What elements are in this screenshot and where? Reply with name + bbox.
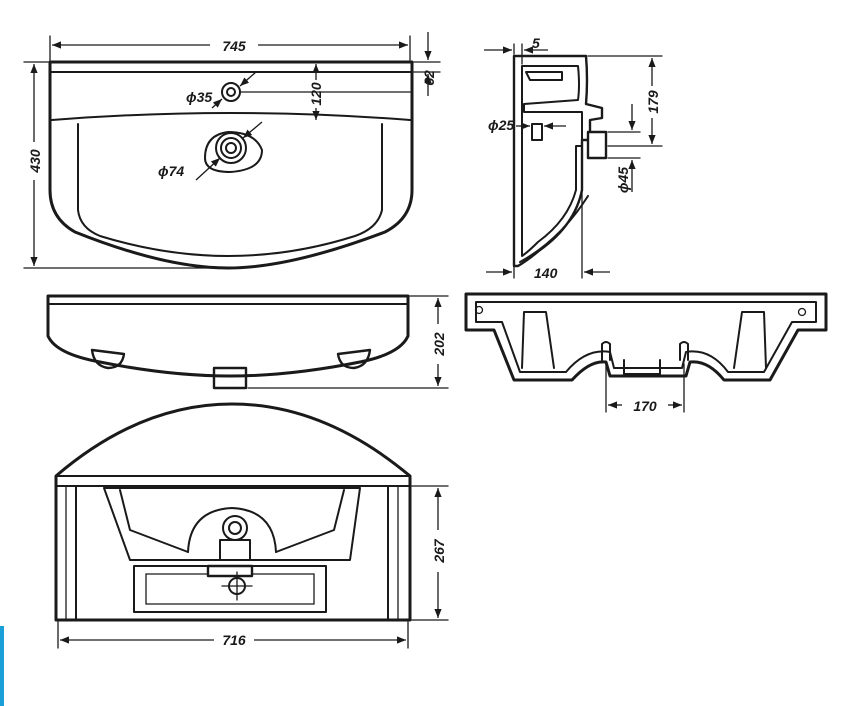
bottom-view-frame: [55, 485, 411, 621]
drain-hole-outer: [215, 132, 247, 164]
bottom-pedestal-inner: [145, 573, 315, 605]
bottom-drain-spigot: [219, 539, 251, 561]
side-view-outer: [512, 54, 604, 268]
dim-rim-height: 62: [421, 70, 437, 86]
front-view: [46, 294, 410, 390]
bottom-drain-plate: [206, 564, 254, 578]
top-view-outline: [48, 60, 414, 270]
rear-right-rib: [733, 311, 767, 369]
rear-left-rib: [521, 311, 555, 369]
drain-boss: [204, 131, 263, 173]
dim-tap-pipe: ϕ25: [488, 117, 514, 133]
dim-side-wall: 5: [532, 35, 540, 51]
rear-left-fixing-hole: [474, 305, 484, 315]
dim-width-top: 745: [222, 38, 246, 54]
edge-accent-bar: [0, 626, 4, 706]
dim-tap-offset: 120: [308, 82, 324, 106]
top-view-bowl-edge: [51, 112, 411, 121]
drain-hole-core: [225, 142, 237, 154]
dim-drain-height: 179: [645, 90, 661, 114]
tap-hole: [221, 82, 241, 102]
bottom-pedestal-area: [133, 565, 327, 613]
rear-section-outer: [464, 292, 828, 382]
dim-side-depth: 140: [534, 265, 558, 281]
dim-depth: 430: [27, 149, 43, 174]
side-view-drain-spigot: [586, 130, 608, 160]
top-view-dimensions: 745 62 430 120 ϕ35 ϕ74: [23, 32, 441, 269]
side-view-tap-hole: [531, 123, 543, 141]
bottom-right-facet: [275, 489, 345, 553]
bottom-view-dimensions: 267 716: [57, 485, 449, 649]
drain-hole-inner: [220, 137, 242, 159]
rear-section-dimensions: 170: [605, 363, 685, 414]
side-view: [512, 54, 608, 268]
front-drain: [212, 366, 248, 390]
rear-right-fixing-hole: [797, 307, 807, 317]
side-view-inner-wall: [521, 65, 583, 257]
top-view: [48, 60, 414, 270]
bottom-drain-arch: [187, 507, 277, 553]
front-view-outline: [46, 294, 410, 378]
dim-drain-pipe: ϕ45: [615, 167, 631, 193]
bottom-drain-inner: [228, 521, 242, 535]
bottom-drain-outer: [222, 515, 248, 541]
side-view-overflow: [525, 71, 563, 81]
bottom-view: [54, 402, 412, 622]
rear-drain-well: [623, 359, 661, 375]
side-view-dimensions: 5 179 ϕ45 ϕ25 140: [484, 35, 663, 281]
tap-hole-inner: [226, 87, 236, 97]
front-view-dimensions: 202: [247, 295, 449, 389]
dim-front-height: 202: [431, 332, 447, 357]
bottom-view-outline: [54, 402, 412, 622]
bottom-left-facet: [119, 489, 189, 553]
dim-bottom-depth: 267: [431, 538, 447, 564]
dim-mount-spacing: 170: [633, 398, 657, 414]
bottom-view-bowl: [103, 487, 361, 561]
top-view-basin: [77, 123, 383, 257]
dim-tap-hole: ϕ35: [186, 89, 212, 105]
rear-left-bracket: [601, 341, 611, 361]
dim-drain-hole: ϕ74: [158, 163, 184, 179]
rear-right-bracket: [679, 341, 689, 361]
dim-bottom-width: 716: [222, 632, 246, 648]
rear-section-inner: [475, 301, 817, 373]
rear-section-view: [464, 292, 828, 382]
